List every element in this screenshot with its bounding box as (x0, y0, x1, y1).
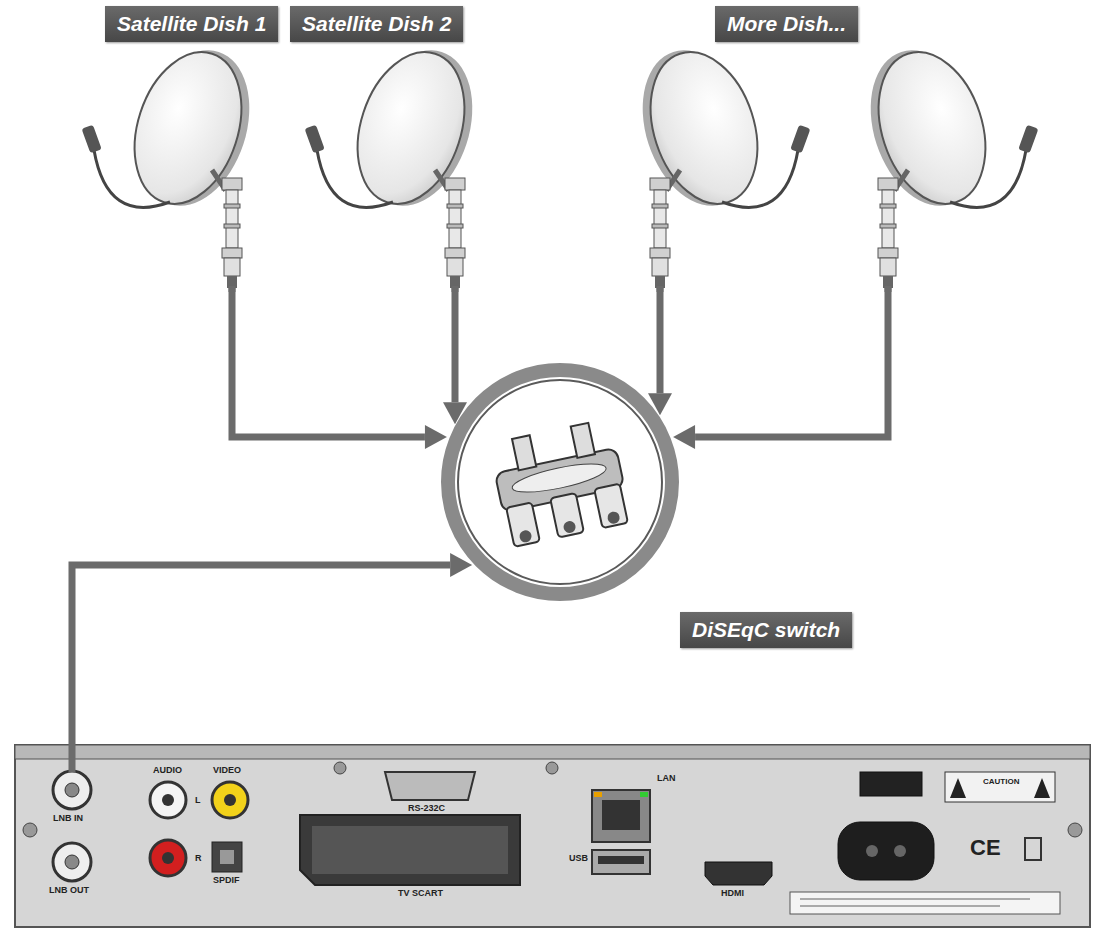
satellite-dish (624, 36, 811, 288)
cable-arrow (232, 288, 447, 449)
cable-arrow (72, 553, 472, 745)
satellite-dish (852, 36, 1039, 288)
switch-circle: DiSEqC switch (440, 362, 680, 602)
panel-label: L (195, 795, 201, 805)
dish-group: Satellite Dish 1 (80, 0, 310, 288)
panel-label: SPDIF (213, 875, 240, 885)
panel-label: R (195, 853, 202, 863)
node-heading: Satellite Dish 1 (105, 6, 278, 42)
panel-label: CAUTION (983, 777, 1019, 786)
panel-label: LNB OUT (49, 885, 89, 895)
satellite-dish (305, 36, 492, 288)
panel-label: HDMI (721, 888, 744, 898)
satellite-dish (82, 36, 269, 288)
panel-label: USB (569, 853, 588, 863)
panel-label: VIDEO (213, 765, 241, 775)
dish-group: More Dish... (620, 0, 1040, 288)
cable-arrow (443, 288, 467, 424)
receiver-back-panel (15, 745, 1090, 927)
node-heading: Satellite Dish 2 (290, 6, 463, 42)
cable-arrow (673, 288, 888, 449)
panel-label: CE (970, 835, 1001, 861)
cable-stub (232, 286, 888, 292)
dish-group: Satellite Dish 2 (290, 0, 530, 288)
switch-outline (440, 362, 680, 602)
panel-label: LAN (657, 773, 676, 783)
panel-label: AUDIO (153, 765, 182, 775)
receiver-box: LNB IN LNB OUT AUDIO VIDEO L R SPDIF RS-232C TV … (15, 745, 1090, 927)
cable-arrow (648, 288, 672, 415)
panel-label: LNB IN (53, 813, 83, 823)
node-heading: More Dish... (715, 6, 858, 42)
panel-label: RS-232C (408, 803, 445, 813)
panel-label: TV SCART (398, 888, 443, 898)
node-heading: DiSEqC switch (680, 612, 852, 648)
